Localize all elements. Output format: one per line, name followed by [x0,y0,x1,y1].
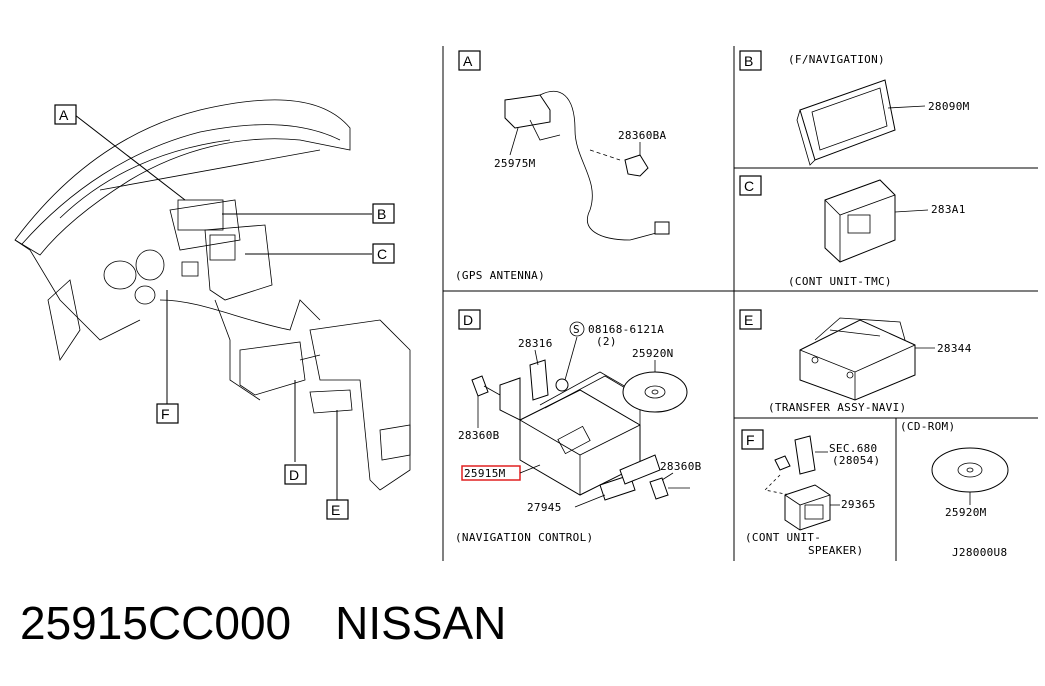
callout-c[interactable]: C [372,243,395,264]
svg-text:28360B: 28360B [458,429,500,442]
svg-text:D: D [289,467,299,483]
svg-text:27945: 27945 [527,501,562,514]
overview-leaders [74,114,372,500]
svg-text:283A1: 283A1 [931,203,966,216]
svg-text:C: C [744,178,754,194]
svg-text:SEC.680: SEC.680 [829,442,877,455]
svg-text:D: D [463,312,473,328]
panel-c: C 283A1 (CONT UNIT-TMC) [739,175,966,288]
svg-text:28360B: 28360B [660,460,702,473]
callout-b[interactable]: B [372,203,395,224]
svg-text:28316: 28316 [518,337,553,350]
panel-d: D 28316 S 08168-6121A (2) 25920N 28360B [455,309,702,544]
footer-caption: 25915CC000 NISSAN [20,596,550,650]
svg-text:(GPS ANTENNA): (GPS ANTENNA) [455,269,545,282]
svg-text:A: A [59,107,69,123]
callout-d[interactable]: D [284,464,307,485]
callout-e[interactable]: E [326,499,349,520]
callout-f[interactable]: F [156,403,179,424]
svg-text:(CONT UNIT-TMC): (CONT UNIT-TMC) [788,275,892,288]
svg-text:(2): (2) [596,335,617,348]
brand-name: NISSAN [335,597,507,649]
svg-text:(NAVIGATION CONTROL): (NAVIGATION CONTROL) [455,531,593,544]
part-number: 25915CC000 [20,597,292,649]
svg-text:28344: 28344 [937,342,972,355]
svg-text:25920M: 25920M [945,506,987,519]
svg-text:28090M: 28090M [928,100,970,113]
svg-text:F: F [161,406,170,422]
svg-text:(CONT UNIT-: (CONT UNIT- [745,531,821,544]
svg-text:25915M: 25915M [464,467,506,480]
svg-text:25975M: 25975M [494,157,536,170]
panel-f: F SEC.680 (28054) 29365 (CONT UNIT- SPEA… [741,429,880,557]
svg-text:(TRANSFER ASSY-NAVI): (TRANSFER ASSY-NAVI) [768,401,906,414]
svg-text:29365: 29365 [841,498,876,511]
diagram-code: J28000U8 [952,546,1007,559]
svg-text:S: S [573,323,580,336]
svg-text:28360BA: 28360BA [618,129,667,142]
panel-e: E 28344 (TRANSFER ASSY-NAVI) [739,309,972,414]
panel-b: B (F/NAVIGATION) 28090M [739,50,970,166]
svg-text:08168-6121A: 08168-6121A [588,323,664,336]
svg-text:(CD-ROM): (CD-ROM) [900,420,955,433]
panel-a: A 28360BA 25975M (GPS ANTENNA) [455,50,670,282]
svg-text:E: E [331,502,340,518]
svg-text:F: F [746,432,755,448]
callout-a[interactable]: A [54,104,77,125]
svg-text:SPEAKER): SPEAKER) [808,544,863,557]
svg-text:B: B [744,53,753,69]
svg-text:(28054): (28054) [832,454,880,467]
svg-text:C: C [377,246,387,262]
panel-cd-rom: (CD-ROM) 25920M [900,420,1009,519]
svg-text:(F/NAVIGATION): (F/NAVIGATION) [788,53,885,66]
svg-text:B: B [377,206,386,222]
svg-text:25920N: 25920N [632,347,674,360]
svg-text:A: A [463,53,473,69]
panel-grid [442,46,1038,561]
svg-text:E: E [744,312,753,328]
dashboard-overview [14,99,411,491]
